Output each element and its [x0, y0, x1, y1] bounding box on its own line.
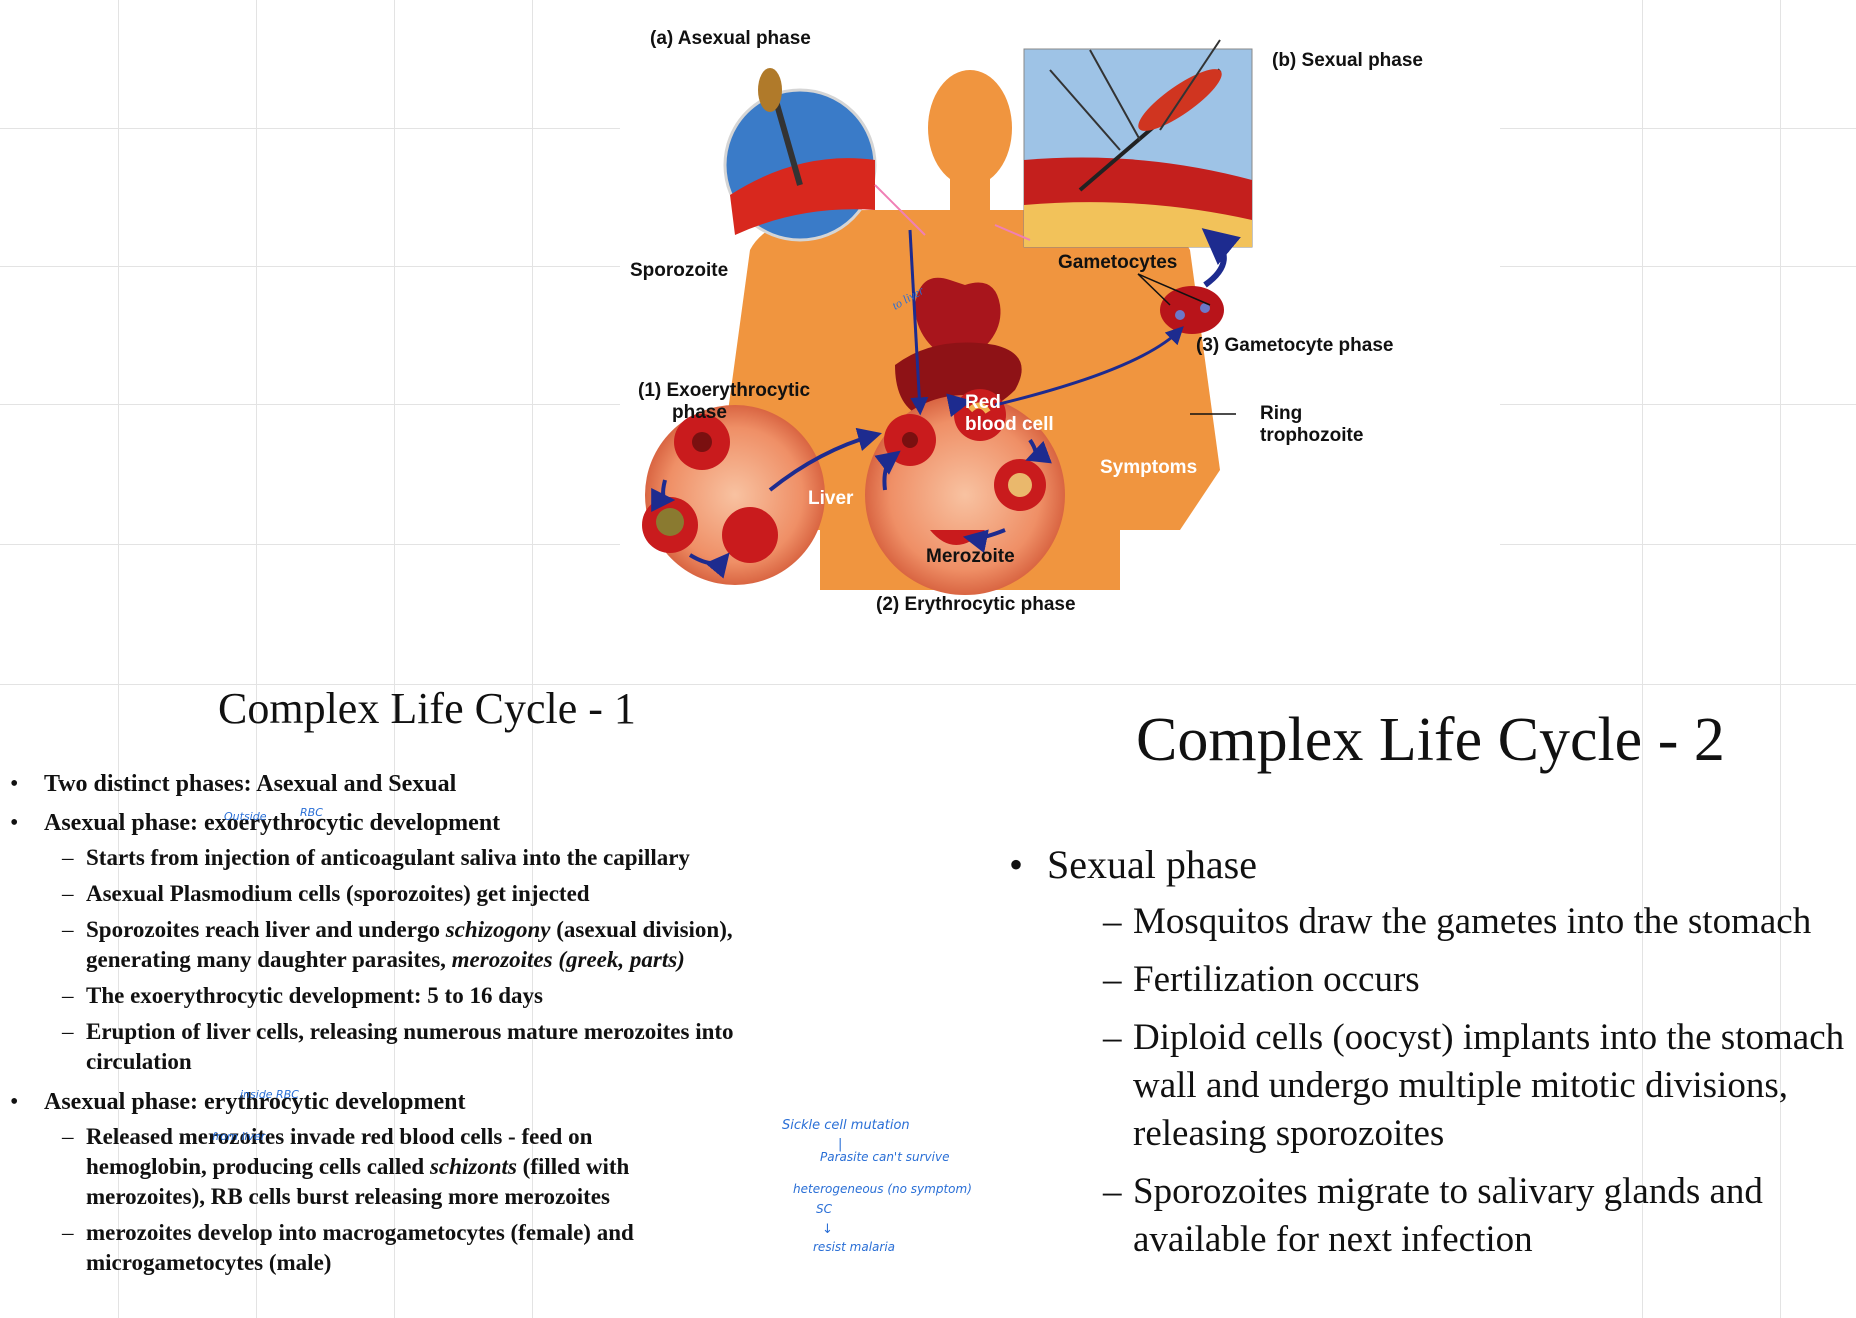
life-cycle-diagram: (a) Asexual phase (b) Sexual phase Sporo…: [630, 28, 1423, 615]
sub-sporozoites-injected: Asexual Plasmodium cells (sporozoites) g…: [44, 879, 810, 909]
sub-mosquitos-draw: Mosquitos draw the gametes into the stom…: [1047, 898, 1845, 946]
label-asexual-phase: (a) Asexual phase: [650, 28, 811, 49]
label-gametocytes: Gametocytes: [1058, 252, 1177, 273]
bullet-exoerythrocytic: Asexual phase: exoerythrocytic developme…: [10, 809, 810, 1077]
label-exoerythrocytic-2: phase: [672, 402, 727, 423]
handnote-sickle: Sickle cell mutation: [782, 1118, 910, 1133]
handnote-resist: resist malaria: [813, 1240, 896, 1254]
handnote-hetero: heterogeneous (no symptom): [793, 1182, 972, 1196]
label-ring-1: Ring: [1260, 403, 1302, 424]
handnote-inside-rbc: inside RBC: [240, 1088, 299, 1101]
sub-gametocytes: merozoites develop into macrogametocytes…: [44, 1218, 810, 1278]
label-sporozoite: Sporozoite: [630, 260, 728, 281]
bullet-sexual-phase: Sexual phase Mosquitos draw the gametes …: [1005, 840, 1845, 1264]
sub-diploid-cells: Diploid cells (oocyst) implants into the…: [1047, 1014, 1845, 1158]
slide2-title: Complex Life Cycle - 2: [1136, 706, 1725, 774]
label-ring-2: trophozoite: [1260, 425, 1363, 446]
liver-circle: [642, 405, 825, 585]
label-red-blood-cell-2: blood cell: [965, 414, 1054, 435]
rbc-circle: [865, 389, 1065, 595]
bullet-two-phases: Two distinct phases: Asexual and Sexual: [10, 770, 810, 798]
handnote-arrow: ↓: [822, 1222, 833, 1237]
slide1-bullets: Two distinct phases: Asexual and Sexual …: [10, 770, 810, 1289]
handnote-bar: |: [838, 1137, 843, 1152]
handnote-from-liver: from liver: [212, 1130, 266, 1143]
label-erythrocytic-phase: (2) Erythrocytic phase: [876, 594, 1076, 615]
arrow-rbc-to-gametocyte: [994, 326, 1184, 407]
inset-connector-b: [994, 224, 1031, 241]
arrow-liver-to-rbc: [768, 427, 882, 492]
sub-schizogony: Sporozoites reach liver and undergo schi…: [44, 915, 810, 975]
bullet-erythrocytic: Asexual phase: erythrocytic development …: [10, 1088, 810, 1278]
label-symptoms: Symptoms: [1100, 457, 1197, 478]
label-merozoite: Merozoite: [926, 546, 1015, 567]
handnote-rbc: RBC: [300, 806, 323, 819]
slide1-title: Complex Life Cycle - 1: [218, 684, 636, 733]
handnote-sc: SC: [816, 1202, 832, 1216]
label-red-blood-cell-1: Red: [965, 392, 1001, 413]
label-gametocyte-phase: (3) Gametocyte phase: [1196, 335, 1393, 356]
mosquito-bite-inset: [723, 68, 877, 242]
handnote-survive: Parasite can't survive: [820, 1150, 950, 1164]
slide2-bullets: Sexual phase Mosquitos draw the gametes …: [1005, 840, 1845, 1274]
arrow-sporozoite-to-liver: [908, 229, 929, 416]
label-exoerythrocytic-1: (1) Exoerythrocytic: [638, 380, 811, 401]
handnote-outside: Outside: [224, 810, 267, 823]
mosquito-feeding-inset: [1023, 39, 1253, 248]
label-liver: Liver: [808, 488, 854, 509]
sub-merozoites-invade: Released merozoites invade red blood cel…: [44, 1122, 810, 1212]
sub-fertilization: Fertilization occurs: [1047, 956, 1845, 1004]
sub-saliva: Starts from injection of anticoagulant s…: [44, 843, 810, 873]
sub-sporozoites-migrate: Sporozoites migrate to salivary glands a…: [1047, 1168, 1845, 1264]
gametocyte-cell: [1160, 286, 1224, 334]
arrow-to-mosquito: [1201, 228, 1241, 288]
life-cycle-figure: (a) Asexual phase (b) Sexual phase Sporo…: [620, 10, 1500, 630]
sub-eruption: Eruption of liver cells, releasing numer…: [44, 1017, 810, 1077]
label-sexual-phase: (b) Sexual phase: [1272, 50, 1423, 71]
inset-connector: [874, 184, 926, 236]
sub-duration: The exoerythrocytic development: 5 to 16…: [44, 981, 810, 1011]
